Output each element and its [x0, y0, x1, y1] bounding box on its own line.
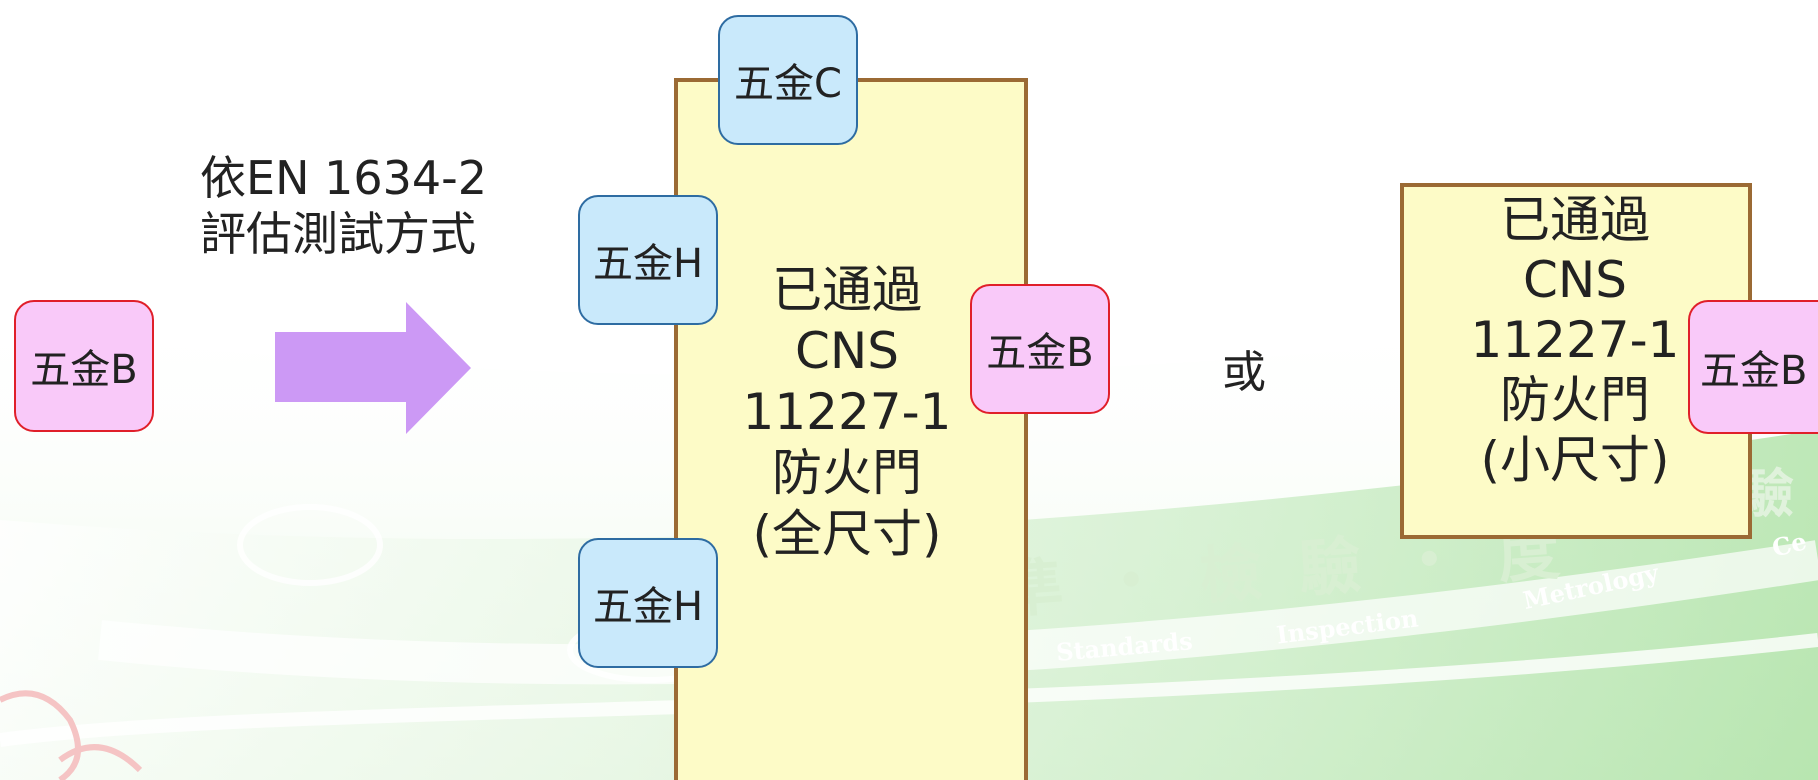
- fire-door-full-size-label: 已通過 CNS 11227-1 防火門 (全尺寸): [717, 260, 977, 565]
- hardware-b-small-door: 五金B: [1688, 300, 1818, 434]
- small-door-line-2: CNS: [1522, 251, 1628, 309]
- fire-door-small-size-label: 已通過 CNS 11227-1 防火門 (小尺寸): [1440, 190, 1710, 490]
- hardware-h-lower: 五金H: [578, 538, 718, 668]
- hardware-c: 五金C: [718, 15, 858, 145]
- small-door-line-1: 已通過: [1500, 191, 1650, 249]
- full-door-line-5: (全尺寸): [752, 505, 942, 563]
- small-door-line-4: 防火門: [1500, 371, 1650, 429]
- hardware-h-upper: 五金H: [578, 195, 718, 325]
- hardware-b-full-door: 五金B: [970, 284, 1110, 414]
- full-door-line-1: 已通過: [772, 261, 922, 319]
- or-label: 或: [1222, 347, 1266, 398]
- method-line-2: 評估測試方式: [200, 207, 476, 261]
- full-door-line-4: 防火門: [772, 444, 922, 502]
- fire-door-full-size: [674, 78, 1028, 780]
- right-arrow-icon: [275, 302, 471, 434]
- small-door-line-3: 11227-1: [1470, 311, 1680, 369]
- full-door-line-2: CNS: [794, 322, 900, 380]
- full-door-line-3: 11227-1: [742, 383, 952, 441]
- small-door-line-5: (小尺寸): [1480, 431, 1670, 489]
- method-line-1: 依EN 1634-2: [200, 151, 488, 205]
- evaluation-method-text: 依EN 1634-2 評估測試方式: [200, 150, 487, 262]
- hardware-b-standalone: 五金B: [14, 300, 154, 432]
